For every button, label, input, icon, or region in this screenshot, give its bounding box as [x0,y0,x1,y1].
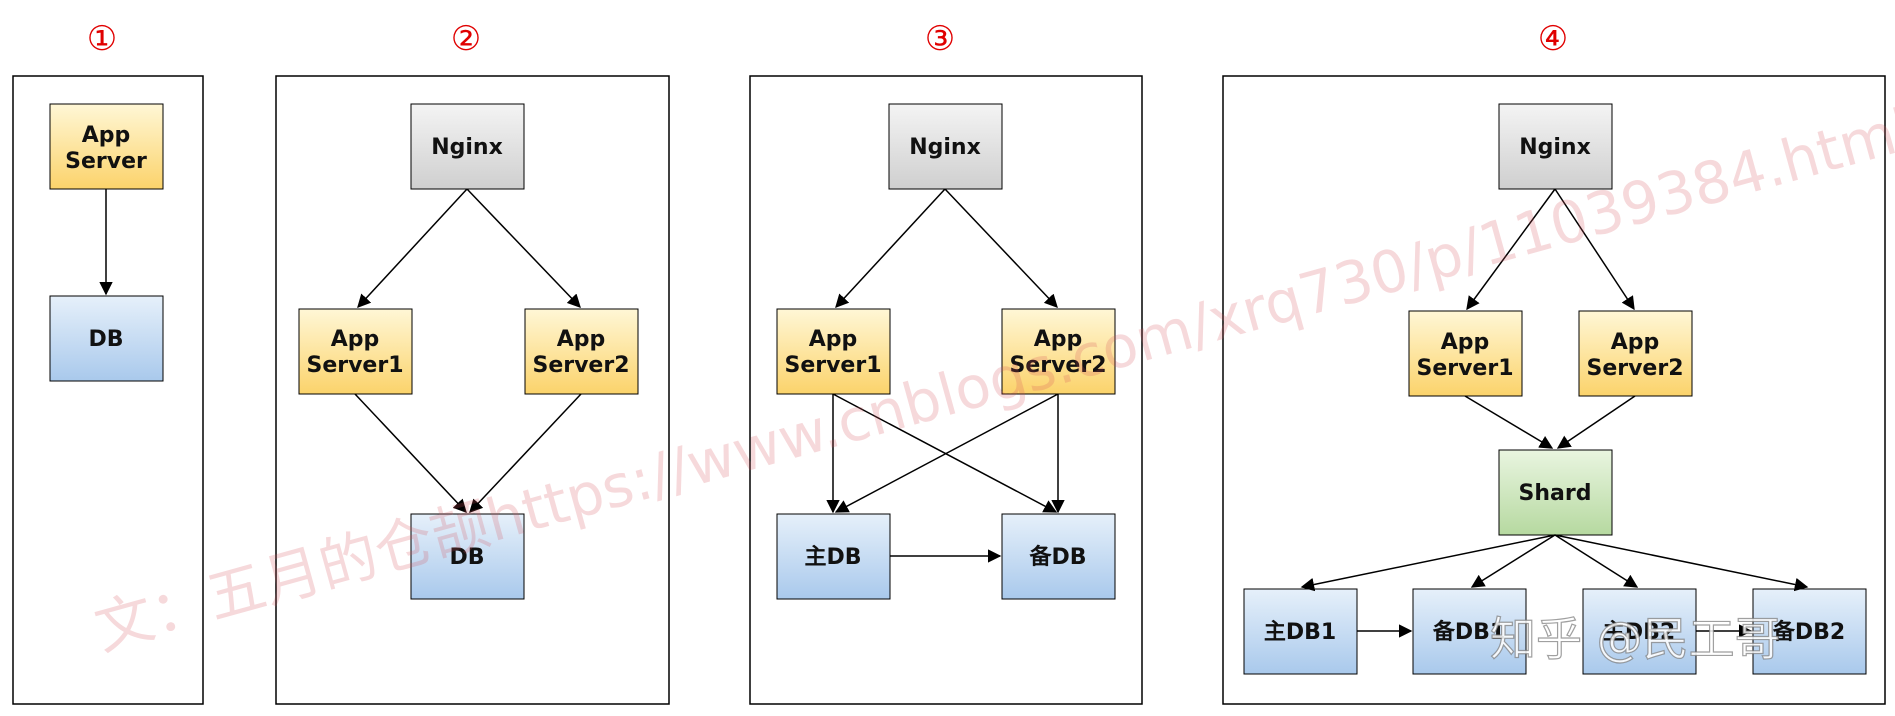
p2-nginx-node: Nginx [410,103,525,190]
p3-app1-label-2: Server1 [784,353,881,378]
panel-4-frame [1222,75,1886,705]
p4-master-db2-node: 主DB2 [1582,588,1697,675]
p3-app-server1-node: App Server1 [776,308,891,395]
p4-master1-label: 主DB1 [1264,620,1336,645]
p2-nginx-label: Nginx [431,135,503,160]
p2-db-node: DB [410,513,525,600]
p2-edge-nginx-app2 [466,188,581,308]
p4-shard-label: Shard [1519,481,1592,506]
panel-number-3: ③ [925,19,955,59]
p3-master-label: 主DB [804,545,861,570]
p4-edge-nginx-app1 [1466,188,1556,311]
p4-master2-label: 主DB2 [1603,620,1675,645]
p4-app2-label-2: Server2 [1586,356,1683,381]
p3-backup-label: 备DB [1028,544,1086,570]
p3-app-server2-node: App Server2 [1001,308,1116,395]
p3-app2-label-1: App [1034,327,1083,352]
p1-db-label: DB [88,327,123,352]
p2-app1-label-2: Server1 [306,353,403,378]
p4-edge-shard-backup2 [1554,534,1809,592]
p2-app-server2-node: App Server2 [524,308,639,395]
p3-backup-db-node: 备DB [1001,513,1116,600]
p3-master-db-node: 主DB [776,513,891,600]
p4-backup1-label: 备DB1 [1432,619,1505,645]
p3-edge-app2-master [834,393,1059,513]
p3-nginx-node: Nginx [888,103,1003,190]
p4-nginx-label: Nginx [1519,135,1591,160]
zhihu-watermark: 知乎 @民工哥 [1490,612,1781,666]
p4-shard-node: Shard [1498,449,1613,536]
p1-app-server-node: App Server [49,103,164,190]
panel-3-frame [749,75,1143,705]
p3-edge-nginx-app2 [944,188,1058,308]
p3-edge-app1-backup [832,393,1058,513]
p4-edge-nginx-app2 [1554,188,1635,311]
p2-app-server1-node: App Server1 [298,308,413,395]
p3-app1-label-1: App [809,327,858,352]
panel-number-1: ① [87,19,117,59]
p4-master-db1-node: 主DB1 [1243,588,1358,675]
p4-nginx-node: Nginx [1498,103,1613,190]
p3-edge-nginx-app1 [835,188,946,308]
p1-db-node: DB [49,295,164,382]
p1-app-label-2: Server [65,149,147,174]
p4-app2-label-1: App [1611,330,1660,355]
p4-app-server2-node: App Server2 [1578,310,1693,397]
p4-app-server1-node: App Server1 [1408,310,1523,397]
p3-nginx-label: Nginx [909,135,981,160]
p2-app2-label-1: App [557,327,606,352]
p4-edge-app1-shard [1464,395,1554,449]
panel-1-frame [12,75,204,705]
panel-2-frame [275,75,670,705]
p2-app1-label-1: App [331,327,380,352]
p4-edge-app2-shard [1556,395,1636,449]
p2-app2-label-2: Server2 [532,353,629,378]
p4-app1-label-2: Server1 [1416,356,1513,381]
p4-backup2-label: 备DB2 [1772,619,1845,645]
p4-app1-label-1: App [1441,330,1490,355]
p2-edge-app2-db [469,393,582,513]
p3-app2-label-2: Server2 [1009,353,1106,378]
panel-number-4: ④ [1538,19,1568,59]
p2-edge-app1-db [354,393,467,513]
panel-number-2: ② [451,19,481,59]
p4-backup-db2-node: 备DB2 [1752,588,1867,675]
p2-edge-nginx-app1 [357,188,468,308]
p4-backup-db1-node: 备DB1 [1412,588,1527,675]
p4-edge-shard-master2 [1554,534,1639,588]
p4-edge-shard-backup1 [1470,534,1556,588]
p4-edge-shard-master1 [1300,534,1556,592]
p2-db-label: DB [449,545,484,570]
p1-app-label-1: App [82,123,131,148]
